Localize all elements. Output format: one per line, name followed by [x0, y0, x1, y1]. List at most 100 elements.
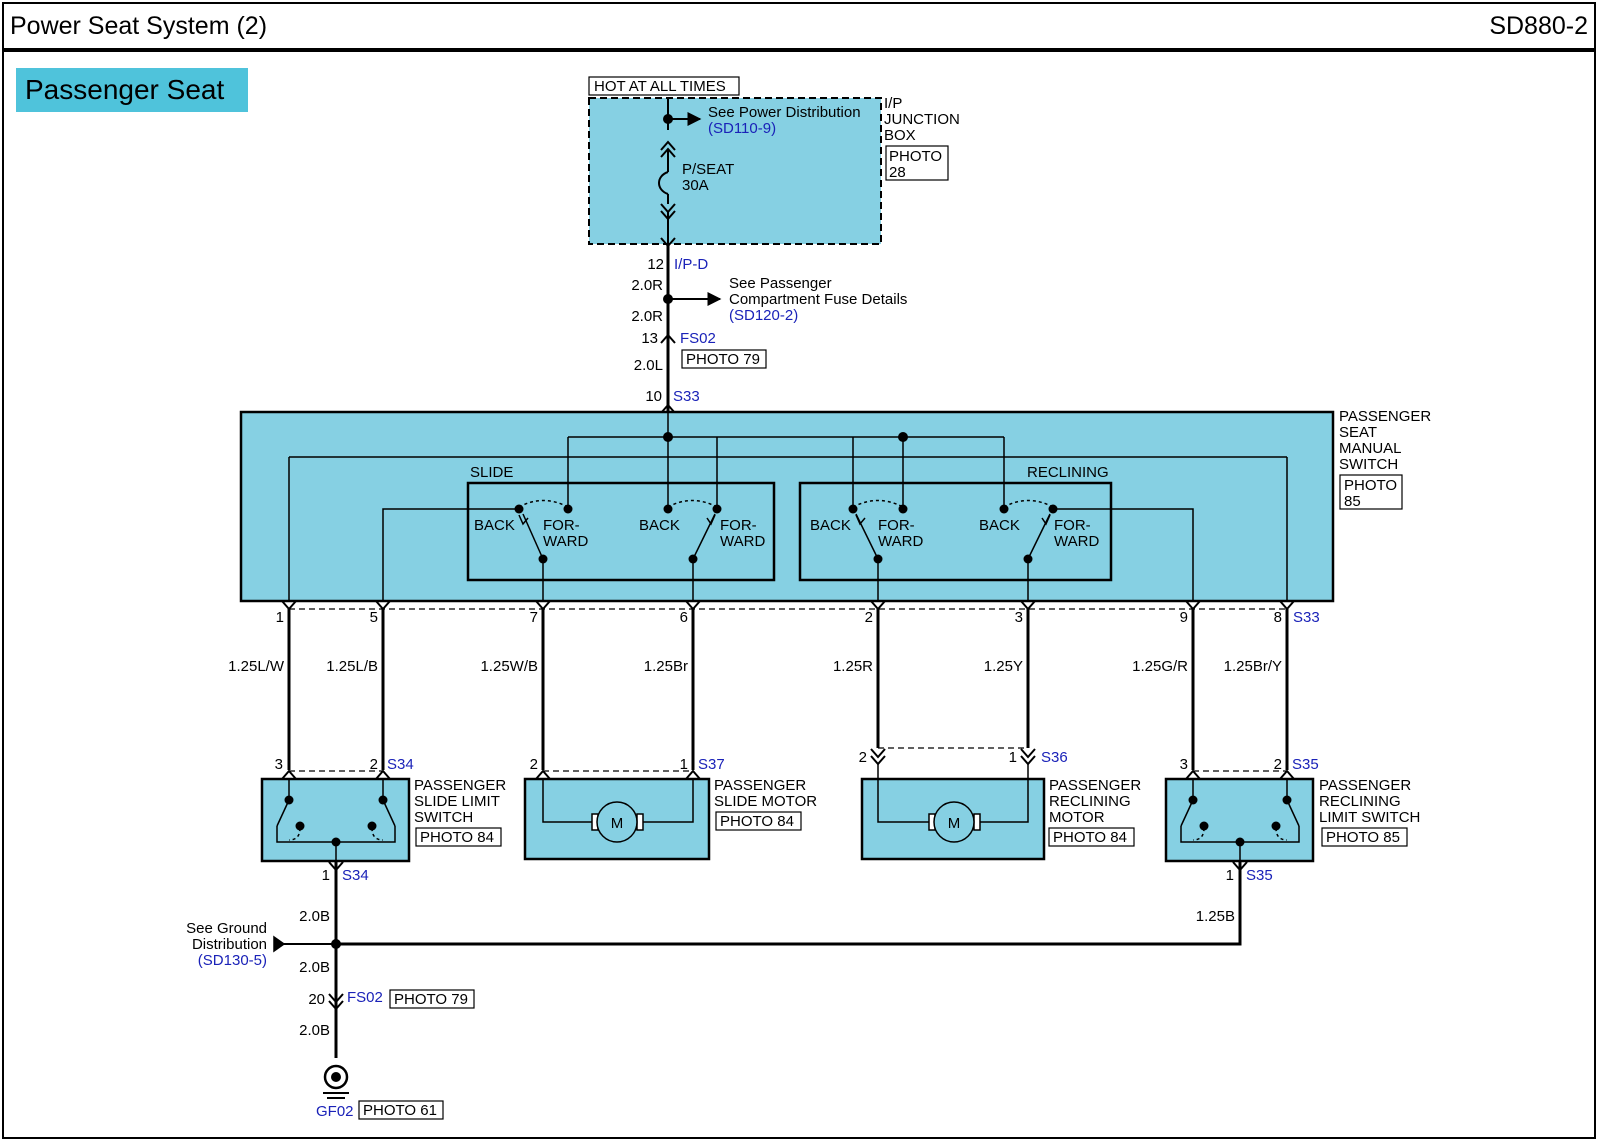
wire-2: 1.25L/B	[326, 658, 378, 675]
switch-name-1: PASSENGER	[1339, 408, 1431, 425]
feed-wire-upper: 2.0R	[631, 277, 663, 294]
sls-pin-2: 2	[370, 756, 378, 773]
header-bar: Power Seat System (2) SD880-2	[4, 4, 1594, 52]
sls-photo: PHOTO 84	[420, 829, 494, 846]
power-splice	[663, 114, 673, 124]
rls-conn: S35	[1292, 756, 1319, 773]
switch-name-3: MANUAL	[1339, 440, 1402, 457]
rls-pin-3: 3	[1180, 756, 1188, 773]
junction-photo-2: 28	[889, 164, 906, 181]
feed-pin-switch: 10	[645, 388, 662, 405]
wire-7: 1.25G/R	[1132, 658, 1188, 675]
rmot-photo-box	[1048, 827, 1135, 847]
page-title: Power Seat System (2)	[10, 12, 268, 40]
sw-pin-3: 3	[1015, 609, 1023, 626]
rls-ground-pin: 1	[1226, 867, 1234, 884]
feed-pin-mid: 13	[641, 330, 658, 347]
wire-3: 1.25W/B	[480, 658, 538, 675]
ground-splice	[331, 939, 341, 949]
wire-8: 1.25Br/Y	[1224, 658, 1282, 675]
recl-back-2: BACK	[979, 517, 1020, 534]
sls-ground-conn: S34	[342, 867, 369, 884]
sw-bottom-conn: S33	[1293, 609, 1320, 626]
slide-back-2: BACK	[639, 517, 680, 534]
rls-name-3: LIMIT SWITCH	[1319, 809, 1420, 826]
ground-point: GF02	[316, 1103, 354, 1120]
feed-photo: PHOTO 79	[686, 351, 760, 368]
sls-pin-3: 3	[275, 756, 283, 773]
switch-name-2: SEAT	[1339, 424, 1377, 441]
page-code: SD880-2	[1489, 12, 1588, 40]
power-dist-text: See Power Distribution	[708, 104, 861, 121]
ground-wire-left-mid: 2.0B	[299, 959, 330, 976]
fuse-detail-splice	[663, 294, 673, 304]
ground-photo-box	[389, 989, 475, 1009]
slide-forward-1a: FOR-	[543, 517, 580, 534]
switch-photo-2: 85	[1344, 493, 1361, 510]
sls-name-2: SLIDE LIMIT	[414, 793, 500, 810]
rls-name-1: PASSENGER	[1319, 777, 1411, 794]
feed-wire-lower: 2.0R	[631, 308, 663, 325]
fuse-detail-2: Compartment Fuse Details	[729, 291, 907, 308]
ground-point-photo-box	[358, 1100, 444, 1120]
smot-pin-1: 1	[680, 756, 688, 773]
rmot-name-1: PASSENGER	[1049, 777, 1141, 794]
junction-name-2: JUNCTION	[884, 111, 960, 128]
sw-pin-2: 2	[865, 609, 873, 626]
section-badge: Passenger Seat	[16, 68, 248, 112]
wire-1: 1.25L/W	[228, 658, 285, 675]
ground-dist-2: Distribution	[192, 936, 267, 953]
feed-conn-top: I/P-D	[674, 256, 708, 273]
rmot-photo: PHOTO 84	[1053, 829, 1127, 846]
rls-photo: PHOTO 85	[1326, 829, 1400, 846]
sw-pin-1: 1	[276, 609, 284, 626]
feed-conn-switch: S33	[673, 388, 700, 405]
smot-conn: S37	[698, 756, 725, 773]
reclining-switch-group	[798, 481, 1113, 582]
hot-label: HOT AT ALL TIMES	[594, 78, 726, 95]
slide-label: SLIDE	[470, 464, 513, 481]
slide-forward-1b: WARD	[543, 533, 588, 550]
rmot-pin-1: 1	[1009, 749, 1017, 766]
recl-forward-1a: FOR-	[878, 517, 915, 534]
fuse-detail-ref: (SD120-2)	[729, 307, 798, 324]
recl-forward-1b: WARD	[878, 533, 923, 550]
junction-photo-box	[885, 145, 949, 181]
sw-pin-5: 5	[370, 609, 378, 626]
ground-dist-1: See Ground	[186, 920, 267, 937]
rls-name-2: RECLINING	[1319, 793, 1401, 810]
power-dist-ref: (SD110-9)	[708, 120, 776, 137]
smot-name-1: PASSENGER	[714, 777, 806, 794]
junction-photo-1: PHOTO	[889, 148, 942, 165]
wire-6: 1.25Y	[984, 658, 1023, 675]
slide-forward-2a: FOR-	[720, 517, 757, 534]
sls-ground-pin: 1	[322, 867, 330, 884]
recl-back-1: BACK	[810, 517, 851, 534]
rmot-conn: S36	[1041, 749, 1068, 766]
ground-conn: FS02	[347, 989, 383, 1006]
switch-photo-1: PHOTO	[1344, 477, 1397, 494]
fuse-label-2: 30A	[682, 177, 709, 194]
reclining-motor-symbol: M	[948, 815, 961, 832]
sls-conn: S34	[387, 756, 414, 773]
rmot-name-3: MOTOR	[1049, 809, 1105, 826]
ground-photo: PHOTO 79	[394, 991, 468, 1008]
slide-switch-group	[466, 481, 776, 582]
sw-pin-8: 8	[1274, 609, 1282, 626]
smot-name-2: SLIDE MOTOR	[714, 793, 817, 810]
ground-pin: 20	[308, 991, 325, 1008]
ground-wire-right: 1.25B	[1196, 908, 1235, 925]
fuse-detail-1: See Passenger	[729, 275, 832, 292]
rmot-name-2: RECLINING	[1049, 793, 1131, 810]
wire-4: 1.25Br	[644, 658, 688, 675]
smot-photo-box	[715, 811, 802, 831]
ground-point-photo: PHOTO 61	[363, 1102, 437, 1119]
rls-ground-conn: S35	[1246, 867, 1273, 884]
switch-photo-box	[1339, 474, 1403, 510]
passenger-seat-manual-switch	[239, 410, 1335, 603]
ground-wire-left-bottom: 2.0B	[299, 1022, 330, 1039]
hot-label-box	[588, 76, 740, 96]
smot-photo: PHOTO 84	[720, 813, 794, 830]
